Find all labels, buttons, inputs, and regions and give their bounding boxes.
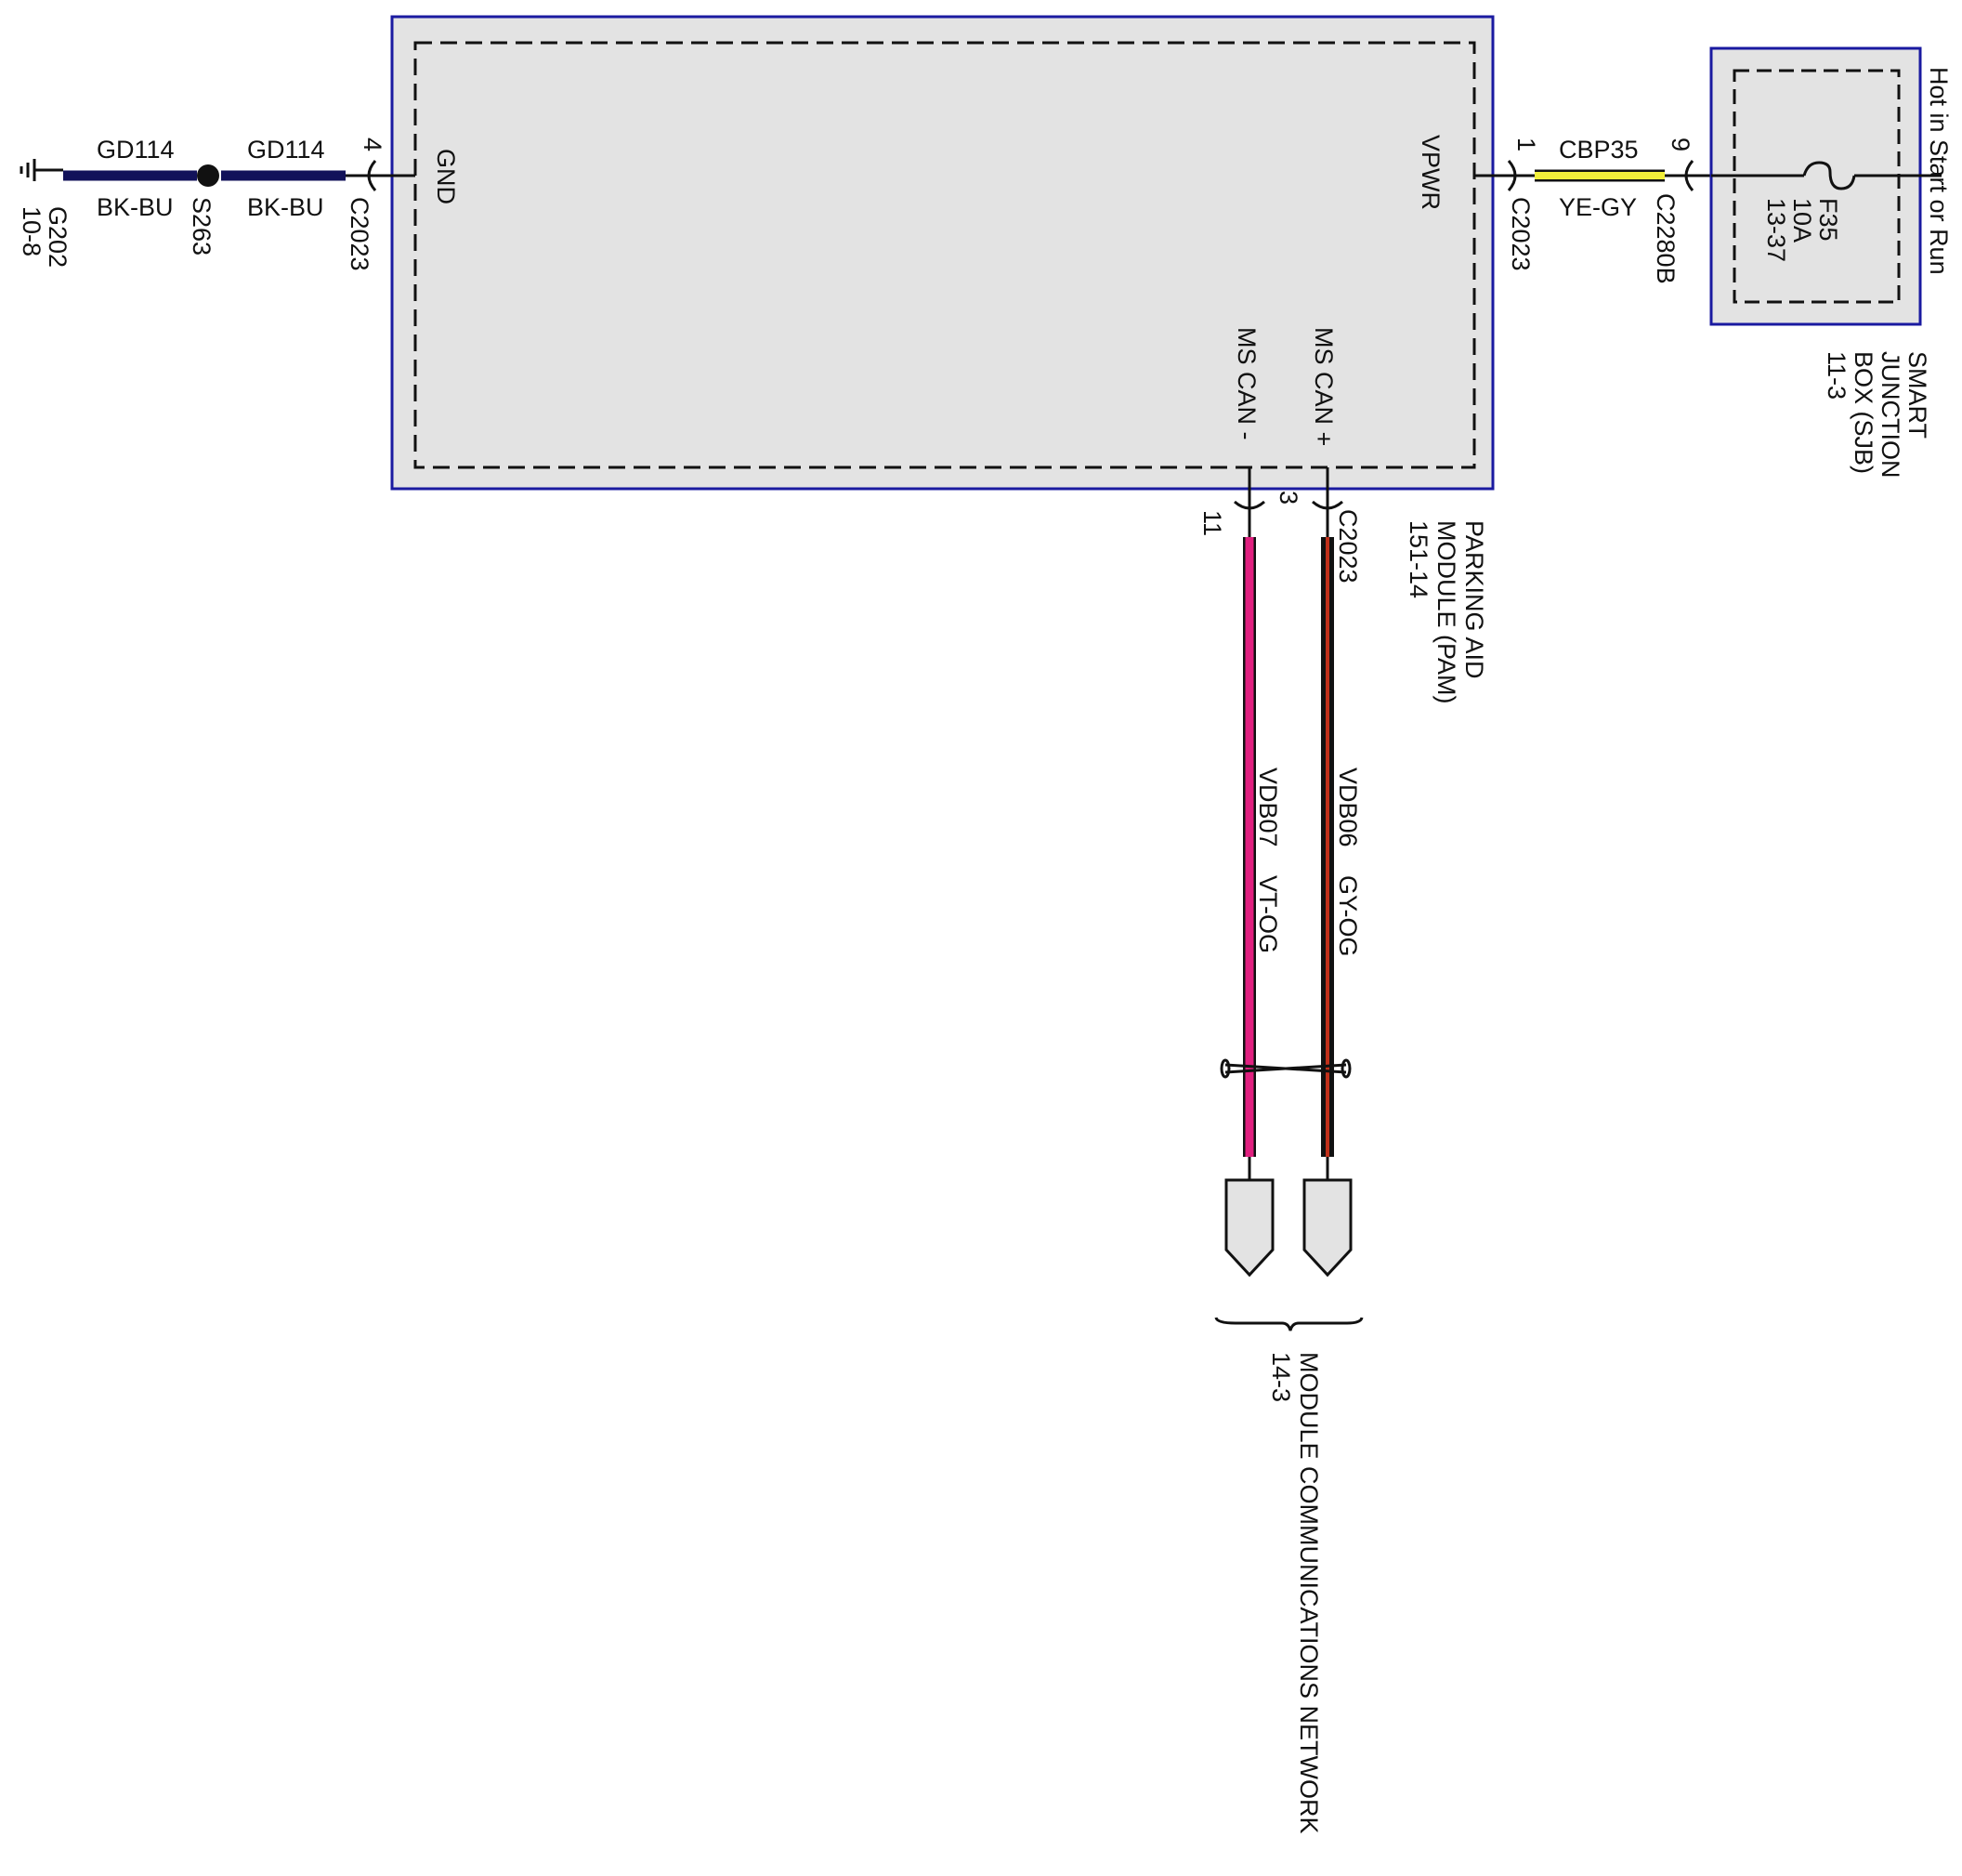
sjb-title-line2: JUNCTION (1877, 351, 1904, 479)
network-label: MODULE COMMUNICATIONS NETWORK (1295, 1352, 1323, 1834)
continuation-arrow-icon (1224, 1178, 1275, 1278)
connector-terminal-icon (1234, 500, 1265, 510)
network-ref: 14-3 (1267, 1352, 1295, 1402)
wire2-color-label: BK-BU (247, 193, 324, 221)
sjb-hot-label: Hot in Start or Run (1925, 67, 1953, 275)
sjb-caption: SMART JUNCTION BOX (SJB) 11-3 (1823, 351, 1931, 479)
sjb-body (1709, 46, 1922, 326)
connector-terminal-icon (367, 160, 377, 191)
power-circuit-label: CBP35 (1559, 136, 1639, 164)
module-title-line1: PARKING AID (1460, 520, 1488, 679)
sjb-ref: 11-3 (1823, 351, 1851, 400)
ground-ref: 10-8 (18, 206, 46, 256)
can-minus-pin: 11 (1198, 510, 1226, 536)
network-bracket-icon (1214, 1317, 1364, 1332)
module-pin-can-plus: MS CAN + (1310, 327, 1338, 446)
fuse-icon (1802, 161, 1856, 190)
module-pin-can-minus: MS CAN - (1233, 327, 1261, 440)
splice-dot-icon (197, 164, 219, 187)
splice-label: S263 (188, 197, 216, 256)
power-connector-module: C2023 (1507, 197, 1535, 271)
module-title-line2: MODULE (PAM) (1432, 520, 1460, 704)
module-ref: 151-14 (1405, 520, 1432, 598)
ground-circuit: G202 10-8 GD114 BK-BU S263 GD114 BK-BU 4… (18, 136, 415, 271)
connector-terminal-icon (1312, 500, 1343, 510)
ground-symbol-icon (20, 159, 63, 181)
fuse-ref: 13-37 (1762, 198, 1790, 262)
can-minus-circuit-label: VDB07 (1254, 767, 1282, 847)
can-plus-color-label: GY-OG (1334, 875, 1362, 957)
power-pin-module: 1 (1512, 138, 1540, 151)
module-pin-vpwr: VPWR (1417, 135, 1445, 210)
module-body (390, 15, 1495, 491)
ground-name: G202 (44, 206, 72, 268)
power-circuit: 1 C2023 CBP35 YE-GY 9 C2280B (1474, 136, 1711, 284)
twisted-pair-icon (1220, 1058, 1352, 1079)
connector-terminal-icon (1684, 160, 1694, 191)
can-circuit: 11 3 C2023 VDB07 VT-OG VDB06 GY-OG (1198, 467, 1364, 1332)
fuse-name: F35 (1814, 198, 1842, 242)
power-connector-sjb: C2280B (1652, 193, 1680, 284)
wire1-circuit-label: GD114 (97, 136, 175, 164)
power-wire-color-label: YE-GY (1559, 193, 1637, 221)
ground-connector-label: C2023 (346, 197, 373, 271)
module-caption: PARKING AID MODULE (PAM) 151-14 (1405, 520, 1488, 704)
can-minus-color-label: VT-OG (1254, 875, 1282, 953)
can-connector-label: C2023 (1334, 509, 1362, 584)
power-pin-sjb: 9 (1667, 138, 1694, 151)
parking-aid-module: GND VPWR MS CAN - MS CAN + (390, 15, 1495, 491)
smart-junction-box: F35 10A 13-37 Hot in Start or Run (1709, 46, 1953, 326)
sjb-title-line1: SMART (1903, 351, 1931, 439)
module-inner-boundary (413, 41, 1476, 469)
sjb-inner-boundary (1733, 69, 1901, 304)
continuation-arrow-icon (1302, 1178, 1353, 1278)
connector-terminal-icon (1507, 160, 1517, 191)
wire1-color-label: BK-BU (97, 193, 174, 221)
sjb-title-line3: BOX (SJB) (1850, 351, 1877, 474)
can-plus-circuit-label: VDB06 (1334, 767, 1362, 847)
can-plus-pin: 3 (1275, 491, 1302, 505)
fuse-rating: 10A (1788, 198, 1816, 243)
network-caption: MODULE COMMUNICATIONS NETWORK 14-3 (1267, 1352, 1323, 1834)
module-pin-gnd: GND (432, 149, 460, 204)
wire2-circuit-label: GD114 (247, 136, 325, 164)
ground-pin-number: 4 (359, 138, 386, 151)
